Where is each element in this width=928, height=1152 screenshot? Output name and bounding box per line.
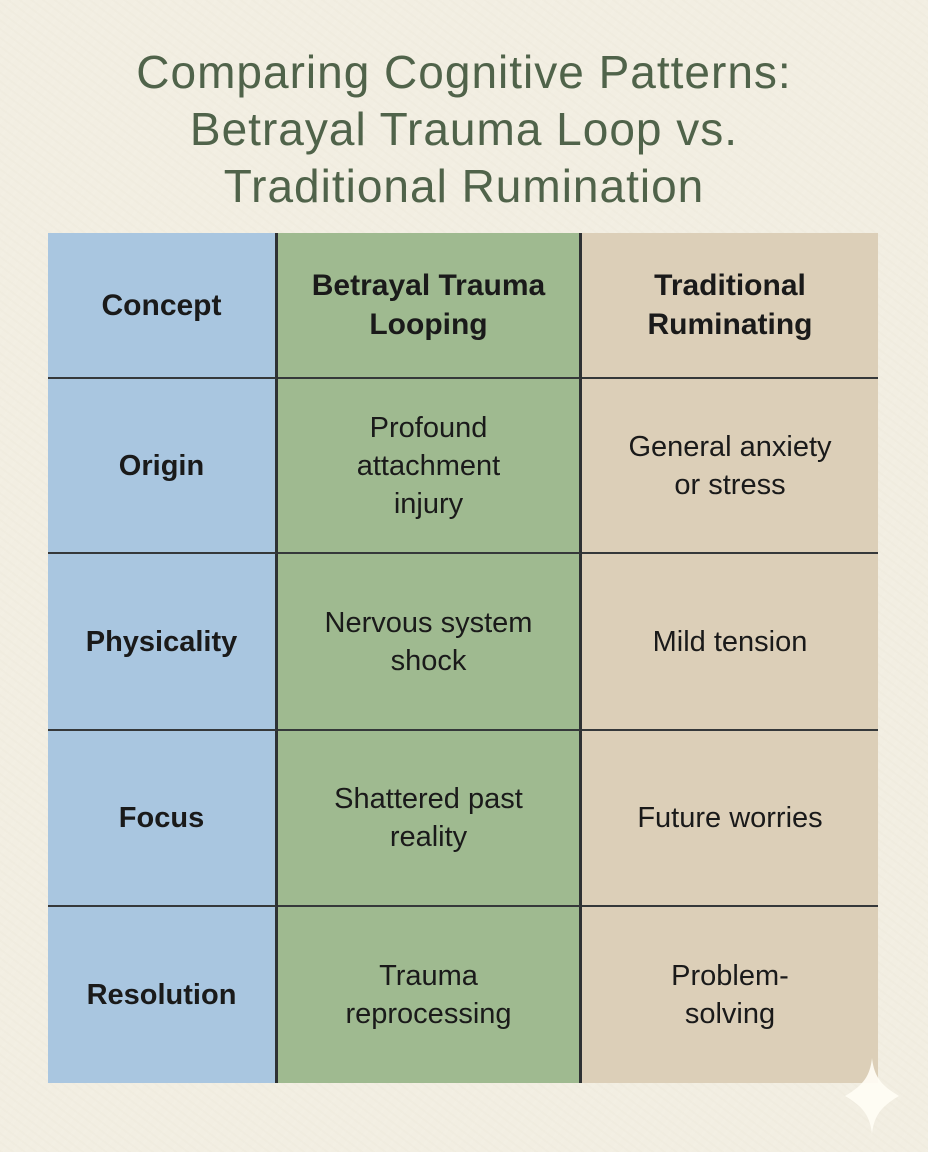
- cell-origin-betrayal: Profound attachment injury: [278, 379, 582, 554]
- title-line-3: Traditional Rumination: [223, 160, 705, 212]
- header-label: Betrayal Trauma Looping: [311, 269, 546, 341]
- header-cell-concept: Concept: [48, 233, 278, 379]
- cell-text: Physicality: [85, 625, 238, 658]
- row-label-physicality: Physicality: [48, 554, 278, 731]
- cell-text: General anxiety or stress: [628, 430, 832, 501]
- cell-physicality-betrayal: Nervous system shock: [278, 554, 582, 731]
- cell-physicality-traditional: Mild tension: [582, 554, 878, 731]
- title-line-1: Comparing Cognitive Patterns:: [136, 46, 792, 98]
- cell-resolution-betrayal: Trauma reprocessing: [278, 907, 582, 1083]
- cell-text: Trauma reprocessing: [345, 960, 512, 1030]
- cell-text: Profound attachment injury: [356, 411, 501, 520]
- sparkle-icon: [845, 1058, 899, 1134]
- header-cell-traditional-ruminating: Traditional Ruminating: [582, 233, 878, 379]
- header-label: Traditional Ruminating: [647, 269, 813, 341]
- comparison-table: Concept Betrayal Trauma Looping Traditio…: [48, 233, 878, 1083]
- cell-text: Nervous system shock: [324, 606, 533, 677]
- cell-text: Mild tension: [652, 625, 808, 658]
- header-cell-betrayal-trauma-looping: Betrayal Trauma Looping: [278, 233, 582, 379]
- cell-text: Shattered past reality: [334, 783, 523, 853]
- cell-text: Focus: [118, 802, 205, 834]
- cell-resolution-traditional: Problem-solving: [582, 907, 878, 1083]
- row-label-resolution: Resolution: [48, 907, 278, 1083]
- title-line-2: Betrayal Trauma Loop vs.: [189, 103, 739, 155]
- cell-focus-traditional: Future worries: [582, 731, 878, 907]
- row-label-origin: Origin: [48, 379, 278, 554]
- cell-origin-traditional: General anxiety or stress: [582, 379, 878, 554]
- cell-text: Problem-solving: [671, 960, 789, 1030]
- cell-focus-betrayal: Shattered past reality: [278, 731, 582, 907]
- cell-text: Origin: [118, 449, 205, 482]
- cell-text: Future worries: [637, 802, 823, 834]
- cell-text: Resolution: [86, 979, 237, 1011]
- header-label: Concept: [101, 288, 222, 322]
- page-title: Comparing Cognitive Patterns: Betrayal T…: [0, 44, 928, 215]
- row-label-focus: Focus: [48, 731, 278, 907]
